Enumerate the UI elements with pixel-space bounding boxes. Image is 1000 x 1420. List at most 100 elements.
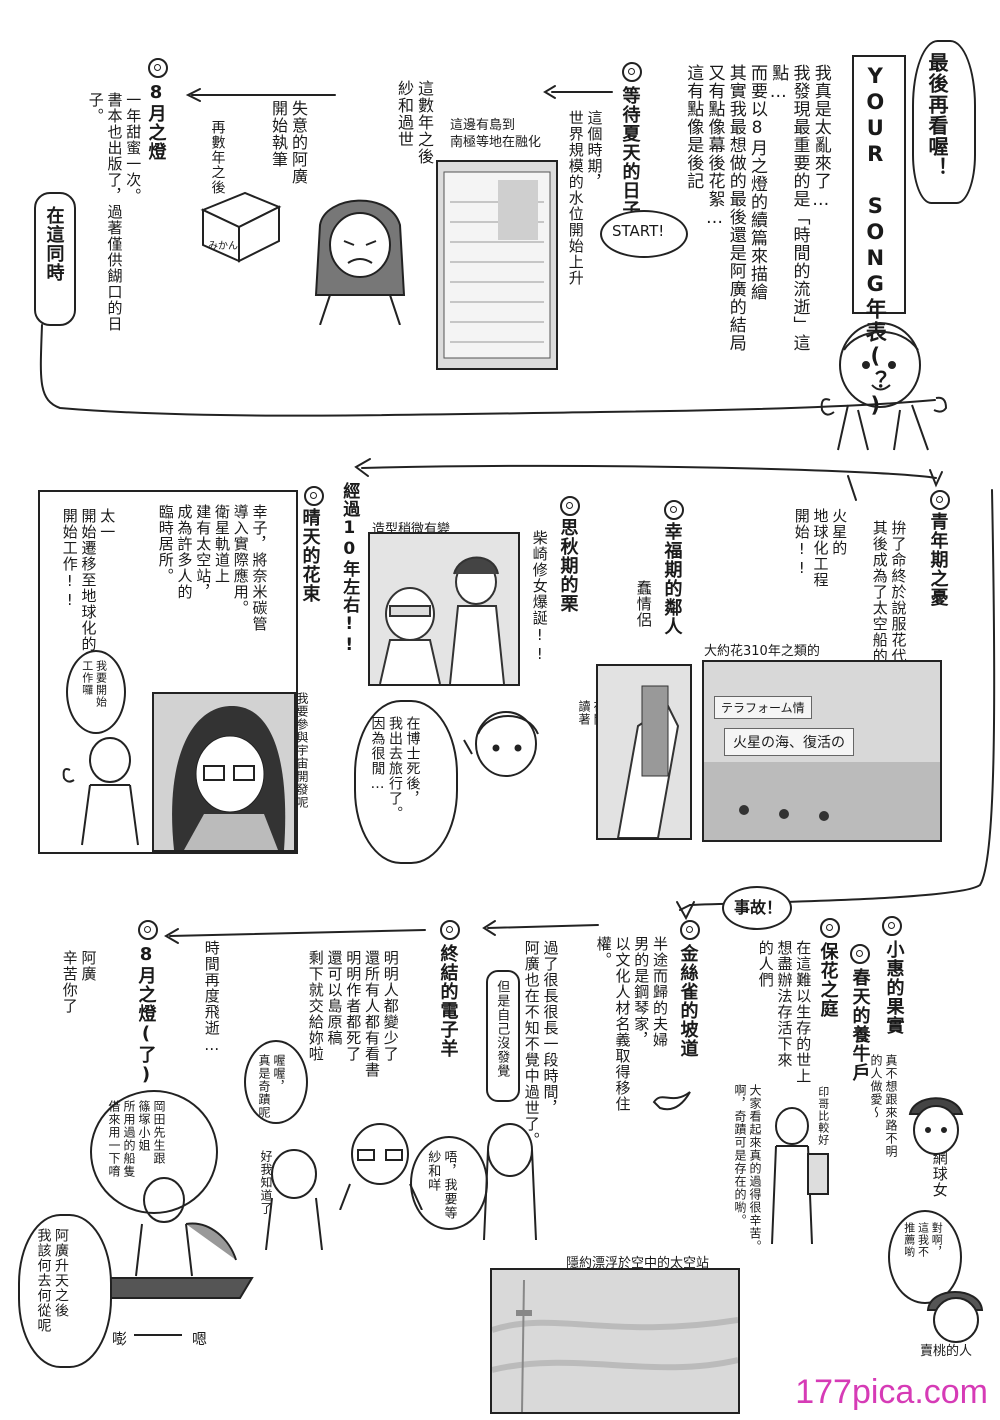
electron-title: 終結的電子羊 [437,944,459,1058]
okada-speech-line-4: 借來用一下唷 [107,1100,121,1178]
after-doctor-line-1: 在博士死後， [404,716,421,806]
koei-side-text: 印哥比較好 [816,1086,830,1146]
saya-speech-line-2: 紗和咩 [425,1150,441,1192]
newspaper-caption-line-1: 這邊有島到 [450,118,516,133]
backpacker-illustration [771,1107,829,1245]
disheartened-line-1: 失意的阿廣 [289,100,308,185]
koei-title: 小惠的果實 [883,940,905,1035]
last-look-bubble [912,40,976,204]
happy-neighbors-title: 幸福期的鄰人 [661,522,683,636]
spiral-icon [148,58,168,78]
reading-panel [596,664,692,840]
ask-speech-line-1: 對啊， [930,1222,944,1258]
spiral-icon [622,62,642,82]
taichi-move-line-2: 開始遷移至地球化的火星 [79,508,98,684]
spiral-icon [930,490,950,510]
musicians-text: 大家看起來真的過得很辛苦。 啊，奇蹟可是存在的喲。 [732,1084,762,1264]
box-label: みかん [208,241,238,252]
arrowhead-row1-a [543,85,556,99]
arrow-row3-b [169,929,426,937]
autumn-title: 思秋期的栗 [557,518,579,613]
lamp-line-2: 書本也出版了，過著僅供餬口的日子。 [86,92,124,332]
years-later-text: 再數年之後 [209,120,226,195]
hiro-ghost-illustration [135,1177,237,1277]
autumn-body: 柴崎修女爆誕!! [530,530,549,664]
hiro-speech: 阿廣升天之後 我該何去何從呢 [34,1228,70,1333]
mars-line-2: 地球化工程 [811,508,830,588]
after-doctor-line-2: 我出去旅行了。 [387,716,403,821]
intro-line-6: 我真是太亂來了… [810,64,831,211]
koei-speech: 真不想跟來路不明 的人做愛～ [868,1054,898,1158]
taichi-move-text: 太一 開始遷移至地球化的火星 開始工作!! [60,508,117,708]
saya-ghost-illustration [483,1123,537,1241]
waiting-summer-line-2: 世界規模的水位開始上升 [566,110,585,286]
space-dev-text: 我要參與宇宙開發呢 [295,692,309,809]
peach-seller-label: 賣桃的人 [920,1344,973,1359]
miracle-speech-bubble [244,1040,308,1124]
space-station-panel [490,1268,740,1414]
arrowhead-row2-top [354,458,371,477]
waiting-summer-title: 等待夏天的日子 [619,86,641,219]
fridge-panel: テラフォーム情 火星の海、復活の [702,660,942,842]
tick-mars [847,475,857,501]
station-caption: 隱約漂浮於空中的太空站 [566,1256,710,1271]
thanks-text: 阿廣 辛苦你了 [60,950,98,1014]
glasses-man-illustration [339,1123,423,1210]
garden-line-1: 在這難以生存的世上 [794,940,813,1084]
electron-line-1: 明明人都變少了 [381,950,400,1062]
youth-title: 青年期之憂 [927,512,949,607]
koei-speech-line-2: 的人做愛～ [869,1054,883,1119]
mars-line-1: 火星的 [830,508,849,556]
taichi-speech: 我要開始 工作囉 [80,660,108,708]
saya-death-line-1: 這數年之後 [415,80,434,165]
self-unaware-text: 但是自己沒發覺 [494,980,510,1078]
hanataba-line-3: 衛星軌道上 [213,504,231,584]
hanataba-line-5: 成為許多人的 [175,504,194,600]
disheartened-line-2: 開始執筆 [269,100,288,168]
space-station-drawing [492,1270,738,1412]
lamp-title: 8月之燈 [145,82,167,161]
okada-speech-line-3: 所用過的船隻 [122,1100,136,1178]
fridge-text-2: 火星の海、復活の [724,728,854,756]
waiting-summer-line-1: 這個時期， [585,110,604,190]
saya-speech-bubble [410,1136,488,1230]
peach-seller-illustration [926,1291,984,1343]
cardboard-box-illustration [200,191,282,263]
accident-label: 事故！ [734,898,783,917]
ask-speech: 對啊， 這我不 推薦喲 [902,1222,944,1258]
intro-line-3: 其實我最想做的最後還是阿廣的結局 [725,64,746,352]
arrow-row3-a [487,924,599,929]
reading-label-line-2: 讀著 [577,700,591,726]
got-it-text: 好我知道了 [259,1150,273,1215]
sfx-dash [134,1334,182,1336]
musicians-line-2: 啊，奇蹟可是存在的喲。 [733,1084,747,1227]
spiral-icon [680,920,700,940]
wrap-curve-row1 [39,324,936,417]
intro-line-2: 又有點像幕後花絮… [704,64,725,229]
spiral-icon [440,920,460,940]
waiting-summer-body: 這個時期， 世界規模的水位開始上升 [566,110,604,286]
saya-death-line-2: 紗和過世 [395,80,414,148]
hiro-speech-bubble [18,1214,112,1368]
okada-speech-bubble [90,1090,218,1214]
newspaper-caption-line-2: 南極等地在融化 [450,134,542,150]
tennis-label: 網球女 [930,1150,949,1198]
lamp-line-1: 一年甜蜜一次。 [124,92,143,204]
watermark: 177pica.com [795,1373,988,1411]
long-time-line-1: 過了很長很長一段時間， [541,940,560,1116]
title-box [852,55,906,314]
after-doctor-bubble [354,700,458,864]
slope-body: 半途而歸的夫婦 男的是鋼琴家， 以文化人材名義取得移住權。 [594,936,669,1136]
page-title: YOUR SONG年表(？) [863,64,888,419]
intro-text: 我真是太亂來了… 我發現最重要的是「時間的流逝」這點… 而要以8月之燈的續篇來描… [682,64,831,364]
fridge-caption: 大約花310年之類的 [704,644,820,659]
arrow-row2-top [361,464,937,479]
saya-speech-line-1: 唔，我要等 [441,1150,457,1220]
crying-character-illustration [314,199,406,325]
hanataba-body: 幸子，將奈米碳管 導入實際應用。 衛星軌道上 建有太空站， 成為許多人的 臨時居… [156,504,269,694]
arrowhead-row3-a [482,920,496,936]
start-label: START! [612,222,665,240]
accident-bubble [722,886,792,930]
slope-title: 金絲雀的坡道 [677,944,699,1058]
meanwhile-box [34,192,76,326]
